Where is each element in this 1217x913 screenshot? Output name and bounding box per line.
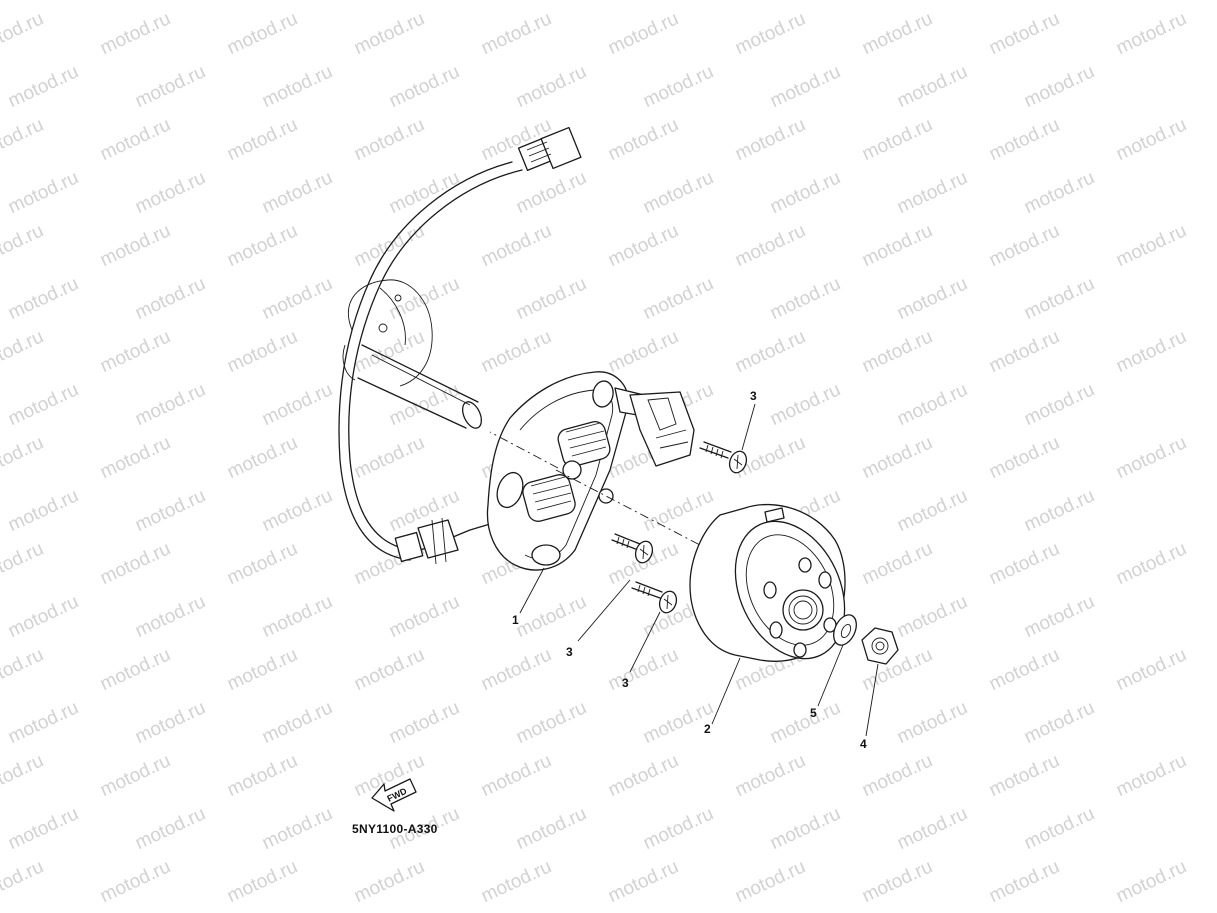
crankshaft <box>357 344 483 429</box>
callout-3-middle: 3 <box>566 645 573 659</box>
wire-harness <box>338 126 582 565</box>
callout-4: 4 <box>860 737 867 751</box>
diagram-code: 5NY1100-A330 <box>352 822 438 836</box>
rotor-flywheel <box>689 503 846 662</box>
screw-middle <box>611 533 654 564</box>
callout-3-lower: 3 <box>622 676 629 690</box>
washer <box>833 614 857 646</box>
fwd-arrow-icon: FWD <box>371 778 417 812</box>
leader-lines <box>519 403 879 737</box>
callout-3-upper: 3 <box>750 389 757 403</box>
screw-lower <box>631 581 678 614</box>
callout-1: 1 <box>512 613 519 627</box>
axis-line <box>555 469 701 546</box>
callout-2: 2 <box>704 722 711 736</box>
crankcase-outline <box>342 279 433 387</box>
stator-assembly <box>486 371 695 571</box>
screw-upper <box>699 441 748 474</box>
callout-5: 5 <box>810 706 817 720</box>
nut <box>861 627 899 665</box>
